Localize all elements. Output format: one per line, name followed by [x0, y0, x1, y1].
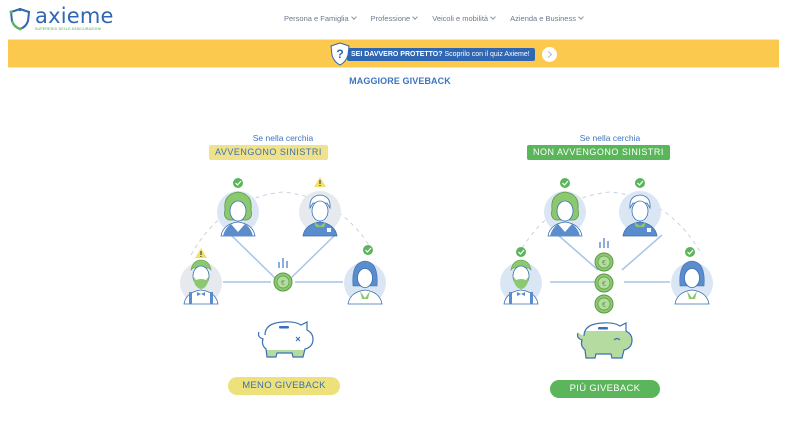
nav-item-label: Persona e Famiglia	[284, 14, 349, 23]
panel-claims: Se nella cerchia AVVENGONO SINISTRI	[163, 125, 403, 415]
check-icon	[685, 247, 695, 257]
coin-drop-icon	[278, 258, 288, 268]
nav-item-professione[interactable]: Professione	[370, 14, 419, 23]
check-icon	[560, 178, 570, 188]
member-left	[500, 247, 542, 305]
svg-text:€: €	[602, 302, 606, 309]
coin-drop-icon	[599, 238, 609, 248]
circle-diagram: € € €	[500, 178, 713, 314]
quiz-banner[interactable]: ? SEI DAVVERO PROTETTO? Scoprilo con il …	[8, 39, 779, 68]
euro-coin-icon: €	[273, 272, 293, 292]
check-icon	[233, 178, 243, 188]
svg-text:€: €	[602, 260, 606, 267]
result-badge: PIÙ GIVEBACK	[550, 380, 660, 398]
condition-label: Se nella cerchia	[252, 133, 314, 143]
banner-bold-text: SEI DAVVERO PROTETTO?	[351, 50, 443, 58]
euro-coin-icon: €	[594, 273, 614, 293]
circle-diagram: €	[180, 177, 386, 305]
warning-icon	[314, 177, 326, 187]
chevron-down-icon	[490, 14, 496, 20]
dashed-circle-arc	[190, 191, 376, 256]
logo[interactable]: axieme SUPEREROI DELLE ASSICURAZIONI	[8, 6, 114, 32]
nav-item-persona-famiglia[interactable]: Persona e Famiglia	[284, 14, 357, 23]
logo-name: axieme	[35, 4, 114, 28]
nav-item-veicoli-mobilita[interactable]: Veicoli e mobilità	[432, 14, 496, 23]
chevron-right-icon[interactable]	[541, 46, 557, 62]
svg-text:€: €	[281, 280, 285, 287]
panel-no-claims: Se nella cerchia NON AVVENGONO SINISTRI	[490, 125, 730, 415]
check-icon	[363, 245, 373, 255]
svg-text:€: €	[602, 281, 606, 288]
section-title: MAGGIORE GIVEBACK	[349, 76, 451, 86]
member-right	[671, 247, 713, 305]
nav-item-label: Professione	[370, 14, 411, 23]
member-left	[180, 248, 222, 305]
condition-tag: NON AVVENGONO SINISTRI	[527, 145, 670, 160]
check-icon	[516, 247, 526, 257]
chevron-down-icon	[412, 14, 419, 20]
svg-text:?: ?	[336, 47, 343, 61]
member-top-left	[217, 178, 259, 237]
quiz-banner-text[interactable]: SEI DAVVERO PROTETTO? Scoprilo con il qu…	[347, 47, 535, 61]
nav-item-azienda-business[interactable]: Azienda e Business	[510, 14, 584, 23]
main-nav: Persona e Famiglia Professione Veicoli e…	[284, 14, 584, 23]
member-top-left	[544, 178, 586, 237]
shield-question-icon: ?	[330, 42, 350, 66]
member-top-right	[619, 178, 661, 237]
warning-icon	[195, 248, 207, 258]
condition-tag: AVVENGONO SINISTRI	[209, 145, 328, 160]
check-icon	[635, 178, 645, 188]
euro-coin-icon: €	[594, 252, 614, 272]
piggy-bank-empty-icon	[257, 321, 314, 358]
header: axieme SUPEREROI DELLE ASSICURAZIONI Per…	[0, 0, 800, 38]
banner-text: Scoprilo con il quiz Axieme!	[442, 50, 530, 58]
logo-tagline: SUPEREROI DELLE ASSICURAZIONI	[35, 27, 102, 31]
member-top-right	[299, 177, 341, 237]
euro-coin-icon: €	[594, 294, 614, 314]
nav-item-label: Azienda e Business	[510, 14, 576, 23]
nav-item-label: Veicoli e mobilità	[432, 14, 489, 23]
chevron-down-icon	[578, 14, 584, 20]
result-badge: MENO GIVEBACK	[228, 377, 340, 395]
member-right	[344, 245, 386, 305]
shield-logo-icon	[9, 7, 31, 31]
chevron-down-icon	[350, 14, 357, 20]
piggy-bank-full-icon	[576, 322, 633, 359]
condition-label: Se nella cerchia	[579, 133, 641, 143]
